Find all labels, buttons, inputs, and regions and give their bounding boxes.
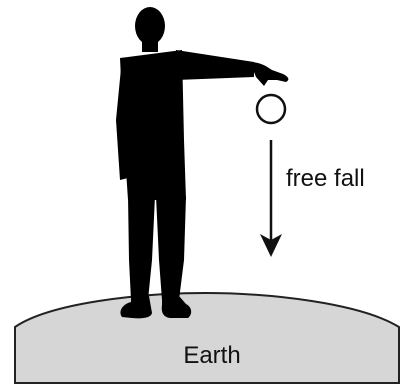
falling-ball [257,95,285,123]
person-right-arm [176,50,254,80]
free-fall-label: free fall [286,165,365,192]
person-neck [142,40,158,52]
earth-surface [15,293,399,383]
person-left-leg [128,196,155,300]
free-fall-arrow [260,140,282,257]
person-right-leg [156,196,186,300]
person-silhouette [116,7,288,318]
person-head [135,7,165,45]
earth-label: Earth [183,342,240,369]
person-hand [250,62,288,86]
